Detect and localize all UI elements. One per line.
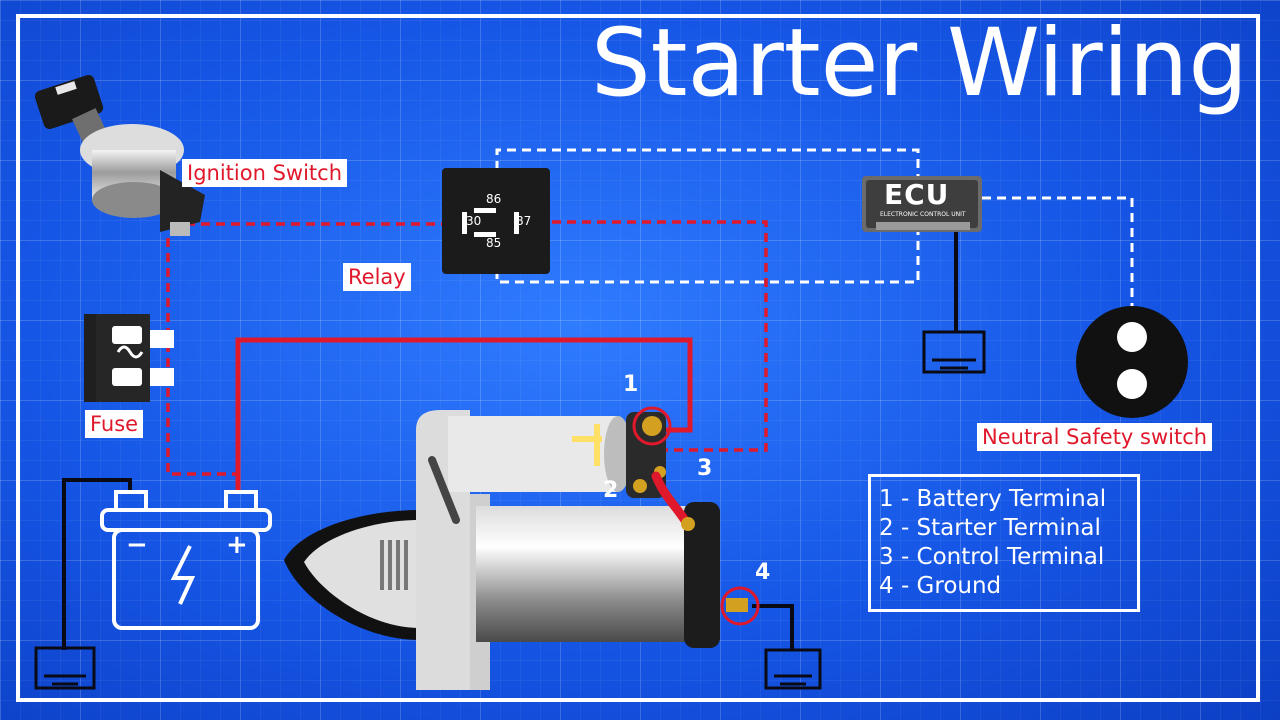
ecu-subtitle: ELECTRONIC CONTROL UNIT [880, 211, 966, 218]
fuse-icon [84, 314, 174, 402]
battery-cable [235, 337, 693, 494]
ignition-to-battery-wire [166, 238, 238, 476]
battery-ground-wire [62, 478, 132, 650]
ecu-signal-wires [495, 148, 1134, 308]
neutral-safety-switch-icon [1076, 306, 1188, 418]
ground-symbol-battery [34, 646, 96, 690]
relay-pin-86: 86 [486, 192, 502, 206]
neutral-safety-switch-label: Neutral Safety switch [977, 423, 1213, 452]
starter-ground-wire [752, 604, 794, 650]
battery-positive-sign: + [226, 530, 248, 560]
terminal-number-1: 1 [623, 372, 639, 397]
relay-pin-85: 85 [486, 236, 502, 250]
outer-frame [16, 14, 1260, 702]
ground-wires [62, 232, 958, 650]
relay-icon [442, 168, 550, 274]
relay-to-ecu-bottom-wire [495, 232, 920, 284]
terminal-number-3: 3 [697, 456, 713, 481]
ecu-icon [862, 176, 982, 232]
terminal-number-2: 2 [603, 478, 619, 503]
battery-negative-sign: − [126, 530, 148, 560]
fuse-label: Fuse [85, 410, 144, 439]
terminal-legend: 1 - Battery Terminal 2 - Starter Termina… [868, 474, 1140, 612]
ground-symbol-ecu [922, 330, 986, 374]
ground-symbol-starter [764, 648, 822, 690]
relay-pin-30: 30 [466, 214, 482, 228]
terminal-number-4: 4 [755, 560, 771, 585]
page-title: Starter Wiring [591, 9, 1248, 118]
ignition-switch-icon [34, 74, 205, 236]
legend-item-3: 3 - Control Terminal [879, 544, 1105, 570]
relay-label: Relay [343, 263, 411, 292]
ignition-switch-label: Ignition Switch [182, 159, 347, 188]
relay-to-ecu-top-wire [495, 148, 920, 180]
ecu-name: ECU [884, 178, 950, 211]
relay-to-control-terminal-wire [552, 220, 768, 452]
relay-pin-87: 87 [516, 214, 532, 228]
battery-icon [100, 490, 272, 630]
starter-motor-icon [284, 406, 760, 690]
ecu-to-neutral-switch-wire [982, 196, 1134, 308]
legend-item-4: 4 - Ground [879, 573, 1002, 599]
control-wires [166, 220, 768, 476]
legend-item-1: 1 - Battery Terminal [879, 486, 1107, 512]
legend-item-2: 2 - Starter Terminal [879, 515, 1101, 541]
